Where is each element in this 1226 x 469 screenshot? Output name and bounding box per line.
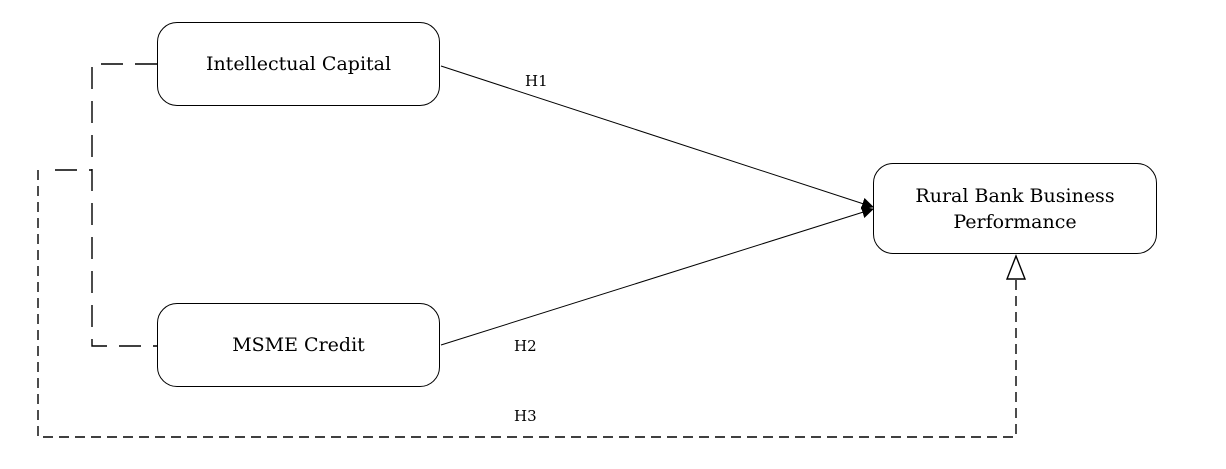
h2-arrow	[440, 206, 874, 346]
h1-arrow	[440, 65, 874, 210]
h3-path	[37, 170, 1017, 438]
rural-bank-performance-label: Rural Bank Business Performance	[915, 183, 1114, 235]
h2-label: H2	[514, 337, 537, 355]
h1-label: H1	[525, 72, 548, 90]
interaction-bracket	[91, 63, 157, 347]
intellectual-capital-node: Intellectual Capital	[157, 22, 440, 106]
msme-credit-label: MSME Credit	[232, 334, 365, 356]
rural-bank-performance-node: Rural Bank Business Performance	[873, 163, 1157, 254]
msme-credit-node: MSME Credit	[157, 303, 440, 387]
h3-arrowhead	[1005, 254, 1027, 280]
h3-label: H3	[514, 407, 537, 425]
rural-bank-label-line2: Performance	[953, 210, 1077, 233]
intellectual-capital-label: Intellectual Capital	[205, 53, 392, 75]
rural-bank-label-line1: Rural Bank Business	[915, 184, 1115, 207]
